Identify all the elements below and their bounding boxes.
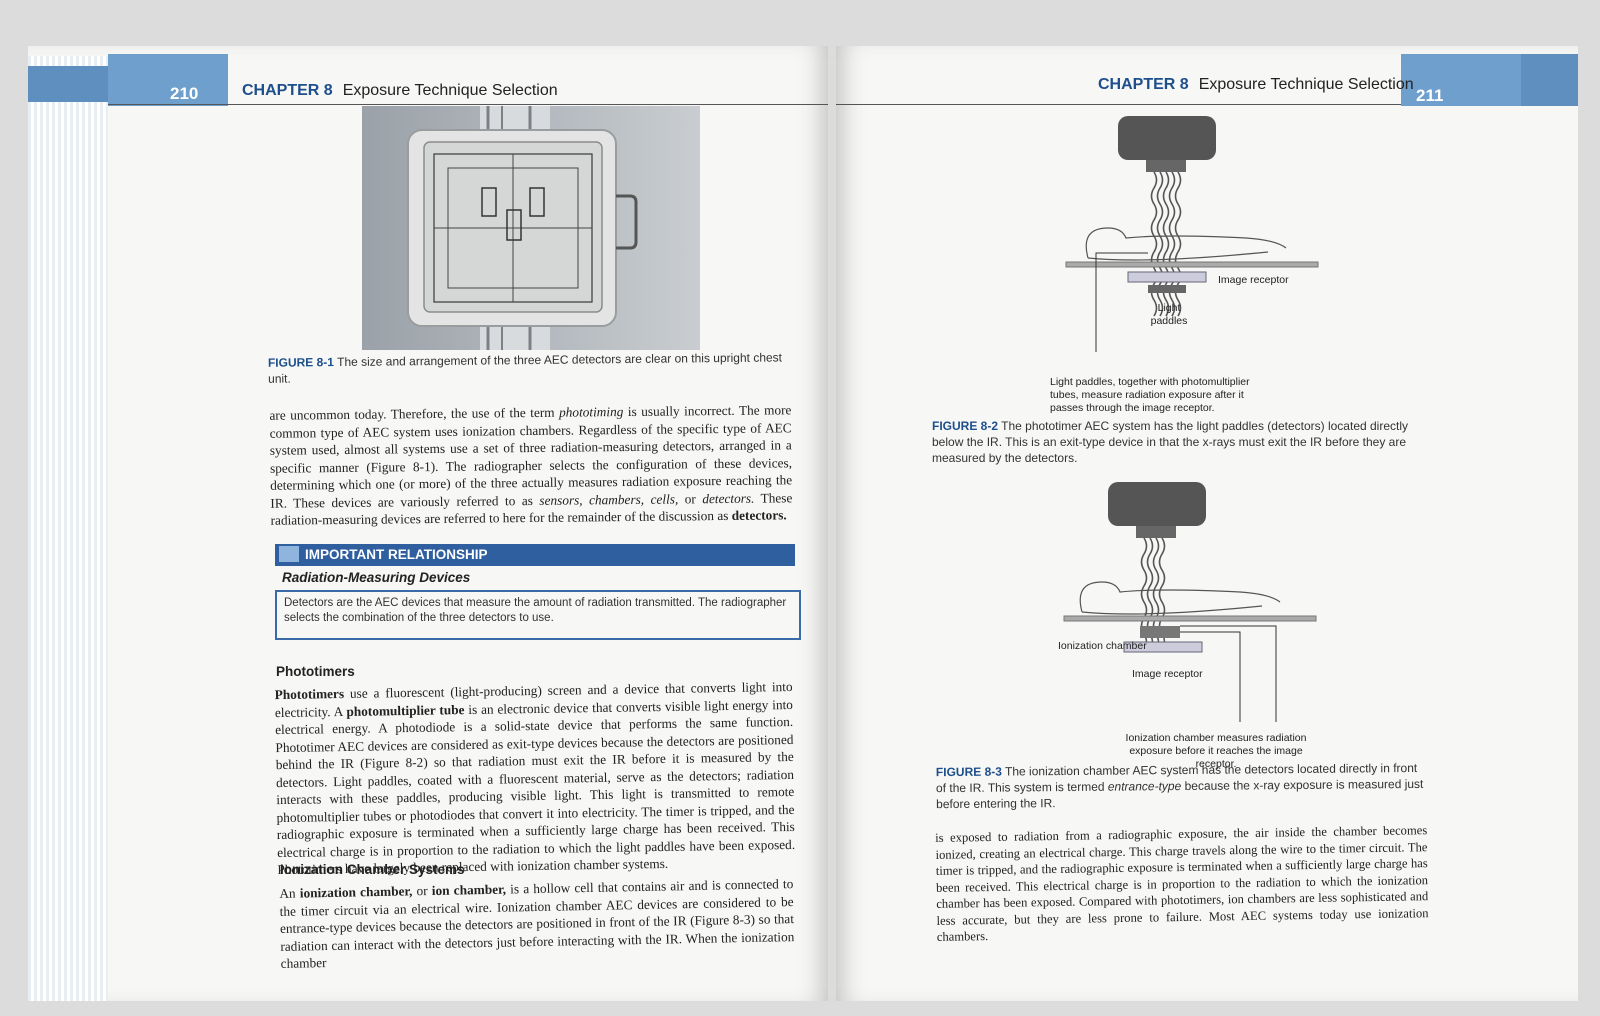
label-image-receptor: Image receptor [1218,274,1289,286]
term-bold: ionization chamber, [299,883,413,901]
term-italic: detectors. [702,490,755,506]
page-number-tab [108,54,228,106]
banner-icon [279,546,299,562]
important-relationship-banner: IMPORTANT RELATIONSHIP [275,544,795,566]
relationship-box: Detectors are the AEC devices that measu… [275,590,801,640]
text-run: An [279,885,300,901]
caption-text: The size and arrangement of the three AE… [268,350,783,386]
chapter-label: CHAPTER 8 [1098,76,1189,93]
page-number: 210 [170,84,199,103]
heading-phototimers: Phototimers [276,664,355,679]
page-number-tab [1401,54,1521,106]
running-head: CHAPTER 8 Exposure Technique Selection [1098,76,1414,94]
label-light-paddles-note: Light paddles, together with photomultip… [1050,376,1250,414]
chapter-title: Exposure Technique Selection [342,82,558,99]
label-image-receptor: Image receptor [1132,668,1203,680]
running-head: CHAPTER 8 Exposure Technique Selection [242,82,558,100]
label-light-paddles: Light paddles [1150,302,1188,327]
paragraph-ionization: An ionization chamber, or ion chamber, i… [279,875,795,972]
open-book: 210 CHAPTER 8 Exposure Technique Selectio… [28,46,1578,1001]
chapter-title: Exposure Technique Selection [1198,76,1414,93]
chapter-label: CHAPTER 8 [242,82,333,99]
caption-text: The phototimer AEC system has the light … [932,419,1409,465]
figure-label: FIGURE 8-3 [935,764,1002,780]
label-ionization-note: Ionization chamber measures radiation ex… [1125,732,1307,770]
text-run: or [678,490,703,506]
header-rule [108,104,828,105]
term-bold: photomultiplier tube [346,701,465,719]
figure-8-2-caption: FIGURE 8-2 The phototimer AEC system has… [932,418,1430,466]
figure-8-1-photo [362,106,700,350]
term-bold: detectors. [731,507,787,523]
term-bold: ion chamber, [431,881,507,899]
term-italic: entrance-type [1107,779,1182,794]
page-edge-tab [28,66,108,102]
text-run: or [412,883,432,899]
term-italic: phototiming [559,404,624,420]
paragraph-aec-detectors: are uncommon today. Therefore, the use o… [269,401,792,529]
page-number: 211 [1416,86,1444,105]
page-stack-edge [28,56,108,1001]
label-ionization-chamber: Ionization chamber [1058,640,1147,652]
left-page: 210 CHAPTER 8 Exposure Technique Selectio… [28,46,828,1001]
figure-label: FIGURE 8-2 [932,419,999,433]
figure-8-1-caption: FIGURE 8-1 The size and arrangement of t… [268,349,800,387]
figure-8-2-diagram [1065,116,1319,352]
right-page: 211 CHAPTER 8 Exposure Technique Selectio… [836,46,1578,1001]
term-italic: sensors, chambers, cells, [539,490,679,508]
text-run: is an electronic device that converts vi… [275,696,796,878]
paragraph-ion-chamber-continued: is exposed to radiation from a radiograp… [935,823,1429,944]
text-run: are uncommon today. Therefore, the use o… [269,404,560,423]
heading-ionization-chamber-systems: Ionization Chamber Systems [280,862,465,877]
banner-title: IMPORTANT RELATIONSHIP [305,547,488,562]
relationship-subtitle: Radiation-Measuring Devices [282,570,471,585]
figure-8-3-caption: FIGURE 8-3 The ionization chamber AEC sy… [936,760,1428,812]
figure-8-3-diagram [1063,482,1317,722]
term-bold: Phototimers [274,685,345,703]
page-edge-tab [1521,54,1578,106]
paragraph-phototimers: Phototimers use a fluorescent (light-pro… [275,678,796,879]
figure-label: FIGURE 8-1 [267,355,335,370]
header-rule [836,104,1401,105]
